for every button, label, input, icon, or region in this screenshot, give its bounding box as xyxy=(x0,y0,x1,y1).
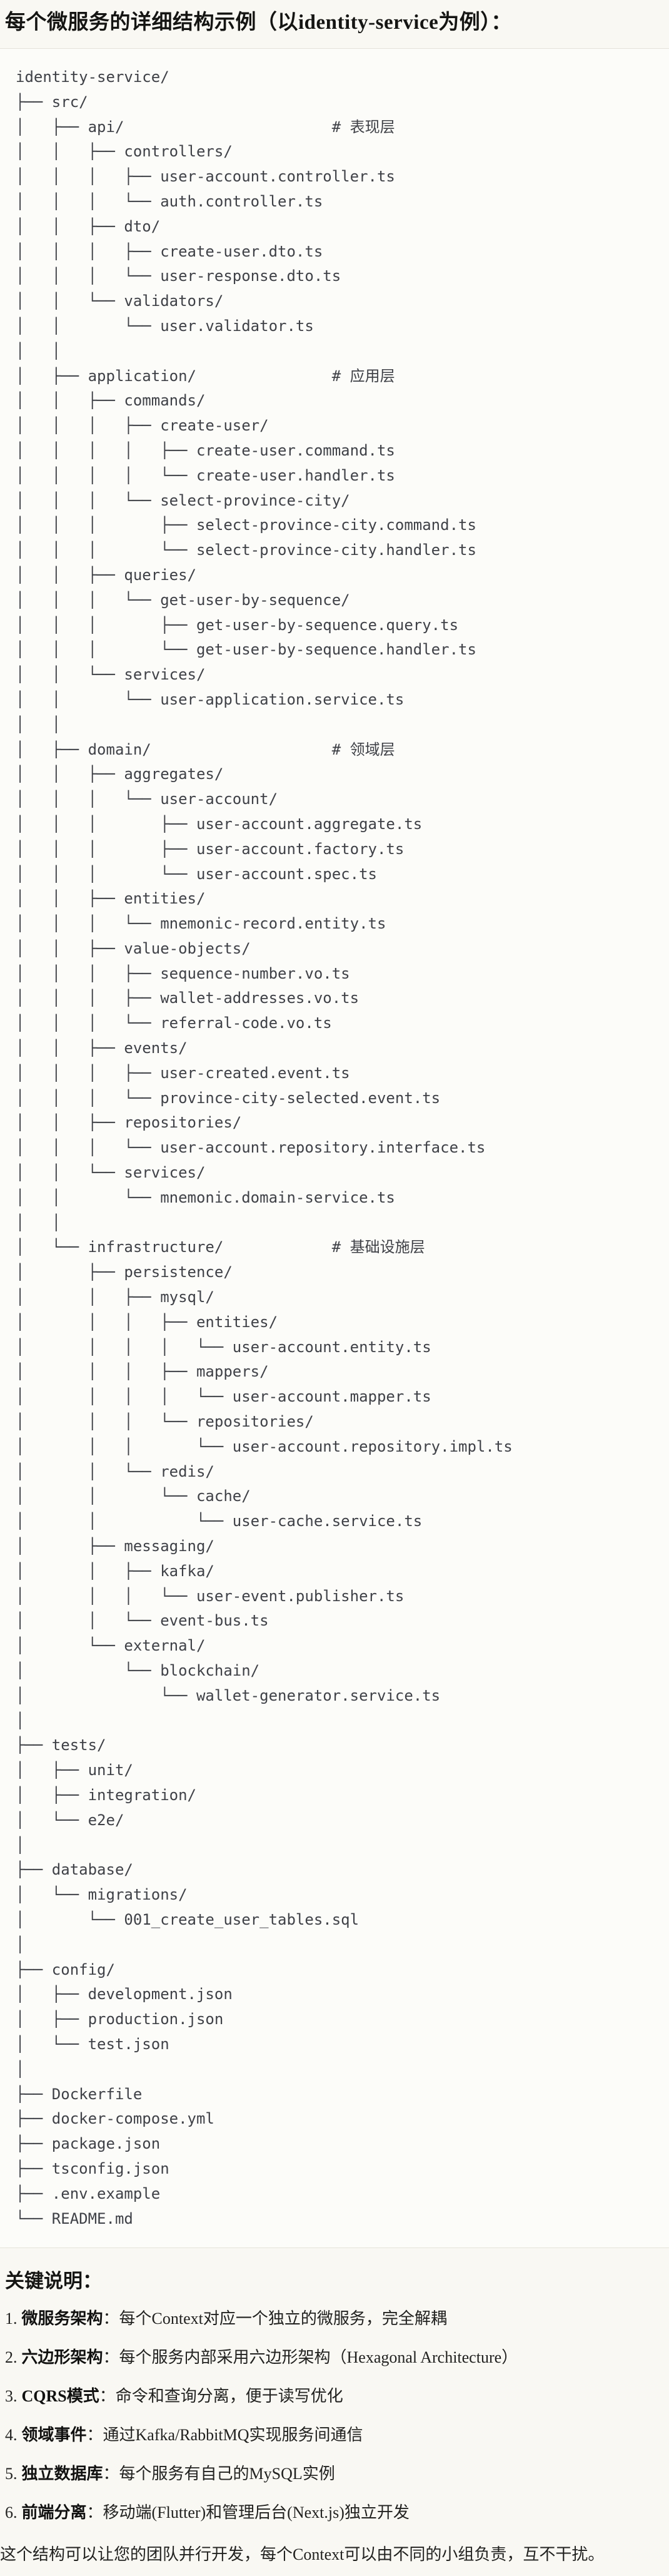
note-text: 每个服务有自己的MySQL实例 xyxy=(119,2465,335,2483)
note-item: 6.前端分离：移动端(Flutter)和管理后台(Next.js)独立开发 xyxy=(5,2502,669,2523)
note-label: 独立数据库 xyxy=(21,2465,103,2483)
note-item: 5.独立数据库：每个服务有自己的MySQL实例 xyxy=(5,2463,669,2484)
note-number: 6. xyxy=(5,2503,18,2522)
note-separator: ： xyxy=(103,2348,119,2367)
notes-list: 1.微服务架构：每个Context对应一个独立的微服务，完全解耦 2.六边形架构… xyxy=(0,2308,669,2523)
note-number: 3. xyxy=(5,2387,18,2406)
note-label: 领域事件 xyxy=(21,2426,87,2445)
note-text: 每个服务内部采用六边形架构（Hexagonal Architecture） xyxy=(119,2348,518,2367)
note-item: 4.领域事件：通过Kafka/RabbitMQ实现服务间通信 xyxy=(5,2425,669,2445)
note-item: 3.CQRS模式：命令和查询分离，便于读写优化 xyxy=(5,2386,669,2406)
note-text: 每个Context对应一个独立的微服务，完全解耦 xyxy=(119,2309,447,2328)
footer-note: 这个结构可以让您的团队并行开发，每个Context可以由不同的小组负责，互不干扰… xyxy=(0,2545,605,2564)
note-label: 微服务架构 xyxy=(21,2309,103,2328)
note-item: 1.微服务架构：每个Context对应一个独立的微服务，完全解耦 xyxy=(5,2308,669,2329)
note-separator: ： xyxy=(99,2387,116,2406)
note-label: 六边形架构 xyxy=(21,2348,103,2367)
note-number: 5. xyxy=(5,2465,18,2483)
note-label: CQRS模式 xyxy=(21,2387,99,2406)
note-number: 2. xyxy=(5,2348,18,2367)
note-number: 4. xyxy=(5,2426,18,2445)
note-separator: ： xyxy=(103,2309,119,2328)
note-separator: ： xyxy=(86,2426,103,2445)
note-number: 1. xyxy=(5,2309,18,2328)
note-text: 命令和查询分离，便于读写优化 xyxy=(115,2387,343,2406)
note-label: 前端分离 xyxy=(21,2503,87,2522)
notes-heading: 关键说明： xyxy=(5,2270,102,2293)
note-separator: ： xyxy=(86,2503,103,2522)
code-block: identity-service/ ├── src/ │ ├── api/ # … xyxy=(0,48,669,2249)
note-text: 移动端(Flutter)和管理后台(Next.js)独立开发 xyxy=(103,2503,410,2522)
file-tree: identity-service/ ├── src/ │ ├── api/ # … xyxy=(16,68,513,2227)
note-text: 通过Kafka/RabbitMQ实现服务间通信 xyxy=(103,2426,363,2445)
note-item: 2.六边形架构：每个服务内部采用六边形架构（Hexagonal Architec… xyxy=(5,2347,669,2368)
page-title: 每个微服务的详细结构示例（以identity-service为例）： xyxy=(5,11,512,34)
note-separator: ： xyxy=(103,2465,119,2483)
